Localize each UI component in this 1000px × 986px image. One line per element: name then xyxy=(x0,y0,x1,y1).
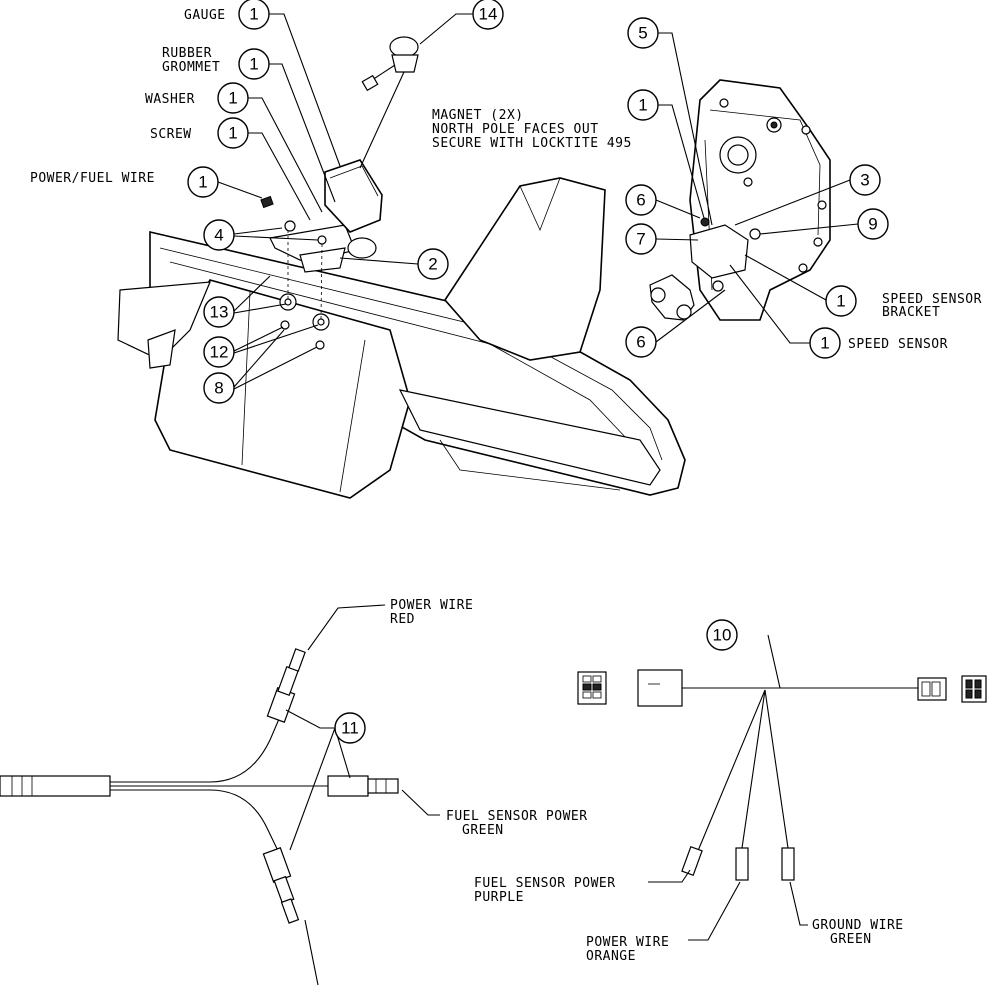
balloon-number: 1 xyxy=(228,89,237,108)
balloon-1-bracket: 1 xyxy=(825,285,857,317)
balloon-1-magnet: 1 xyxy=(627,89,659,121)
mower-body-drawing xyxy=(117,36,686,499)
balloon-grommet: 1 xyxy=(238,48,270,80)
balloon-number: 5 xyxy=(638,24,647,43)
label-speed-sensor-bracket-1: SPEED SENSOR xyxy=(882,292,982,307)
label-fuel-sensor-purple-1: FUEL SENSOR POWER xyxy=(474,876,616,891)
label-speed-sensor: SPEED SENSOR xyxy=(848,337,948,352)
balloon-number: 2 xyxy=(428,255,437,274)
balloon-8: 8 xyxy=(203,372,235,404)
balloon-number: 1 xyxy=(820,334,829,353)
label-magnet-line-2: NORTH POLE FACES OUT xyxy=(432,122,599,137)
label-rubber: RUBBER xyxy=(162,46,212,61)
balloon-9: 9 xyxy=(857,208,889,240)
balloon-11: 11 xyxy=(334,712,366,744)
transmission-drawing xyxy=(649,79,831,321)
label-fuel-sensor-green-1: FUEL SENSOR POWER xyxy=(446,809,588,824)
label-washer: WASHER xyxy=(145,92,195,107)
balloon-14: 14 xyxy=(472,0,504,30)
balloon-number: 11 xyxy=(341,719,359,738)
balloon-7: 7 xyxy=(625,223,657,255)
label-screw: SCREW xyxy=(150,127,192,142)
label-magnet-line-3: SECURE WITH LOCKTITE 495 xyxy=(432,136,632,151)
label-power-wire-orange-1: POWER WIRE xyxy=(586,935,669,950)
label-power-fuel-wire: POWER/FUEL WIRE xyxy=(30,171,155,186)
balloon-number: 1 xyxy=(836,292,845,311)
balloon-number: 1 xyxy=(198,173,207,192)
balloon-number: 6 xyxy=(636,191,645,210)
main-harness-drawing xyxy=(577,669,987,881)
balloon-number: 6 xyxy=(636,333,645,352)
balloon-2: 2 xyxy=(417,248,449,280)
balloon-wire: 1 xyxy=(187,166,219,198)
label-fuel-sensor-purple-2: PURPLE xyxy=(474,890,524,905)
balloon-1-sensor: 1 xyxy=(809,327,841,359)
balloon-number: 10 xyxy=(713,626,732,645)
label-power-wire-red-1: POWER WIRE xyxy=(390,598,473,613)
balloon-number: 1 xyxy=(249,55,258,74)
label-power-wire-orange-2: ORANGE xyxy=(586,949,636,964)
balloon-number: 14 xyxy=(479,5,498,24)
balloon-3: 3 xyxy=(849,164,881,196)
balloon-number: 9 xyxy=(868,215,877,234)
balloon-screw: 1 xyxy=(217,117,249,149)
label-ground-wire-1: GROUND WIRE xyxy=(812,918,904,933)
balloon-number: 1 xyxy=(638,96,647,115)
label-power-wire-red-2: RED xyxy=(390,612,415,627)
balloon-number: 3 xyxy=(860,171,869,190)
balloon-number: 1 xyxy=(228,124,237,143)
balloon-6-top: 6 xyxy=(625,184,657,216)
label-speed-sensor-bracket-2: BRACKET xyxy=(882,305,940,320)
balloon-6-bottom: 6 xyxy=(625,326,657,358)
balloon-number: 13 xyxy=(210,303,229,322)
callout-labels: GAUGE RUBBER GROMMET WASHER SCREW POWER/… xyxy=(30,8,982,964)
balloon-4: 4 xyxy=(203,219,235,251)
balloon-number: 7 xyxy=(636,230,645,249)
balloon-number: 4 xyxy=(214,226,223,245)
fuel-sensor-harness-drawing xyxy=(0,648,399,924)
leader-lines xyxy=(217,13,859,986)
label-grommet: GROMMET xyxy=(162,60,220,75)
label-magnet-line-1: MAGNET (2X) xyxy=(432,108,524,123)
balloon-number: 1 xyxy=(249,5,258,24)
balloon-number: 8 xyxy=(214,379,223,398)
label-ground-wire-2: GREEN xyxy=(830,932,872,947)
label-fuel-sensor-green-2: GREEN xyxy=(462,823,504,838)
label-gauge: GAUGE xyxy=(184,8,226,23)
balloon-12: 12 xyxy=(203,336,235,368)
balloon-gauge: 1 xyxy=(238,0,270,30)
balloon-washer: 1 xyxy=(217,82,249,114)
balloon-10: 10 xyxy=(706,619,738,651)
balloon-5: 5 xyxy=(627,17,659,49)
balloon-number: 12 xyxy=(210,343,229,362)
balloon-13: 13 xyxy=(203,296,235,328)
